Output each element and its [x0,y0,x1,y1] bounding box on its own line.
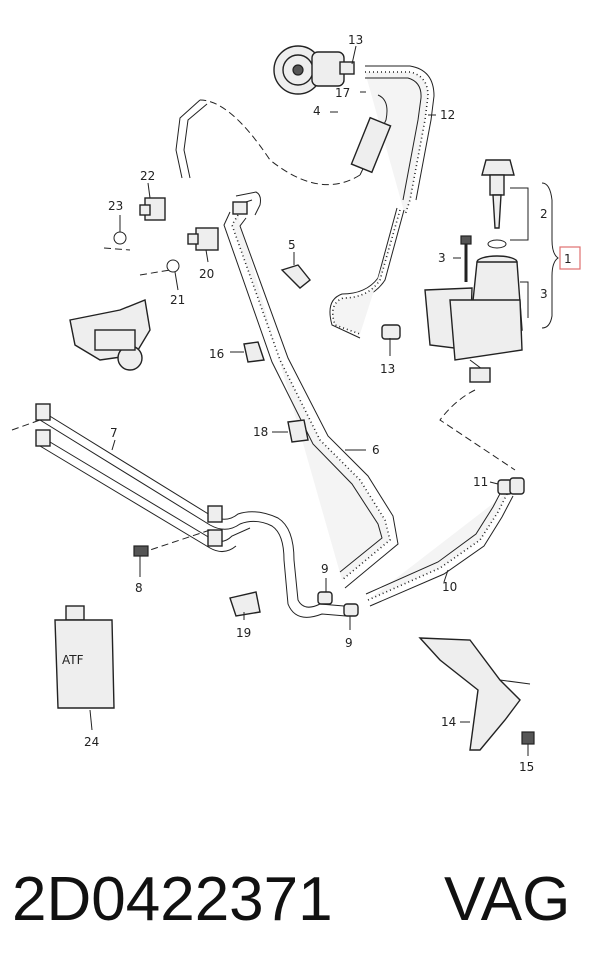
callout-12: 12 [440,108,455,122]
callout-21: 21 [170,293,185,307]
callout-5: 5 [288,238,296,252]
bracket-14 [418,637,535,751]
callout-13: 13 [348,33,363,47]
callout-3-bolt: 3 [438,251,446,265]
callout-23: 23 [108,199,123,213]
callout-24: 24 [84,735,99,749]
hose-12 [365,71,429,216]
power-steering-exploded-diagram: ATF 13 17 4 12 22 23 20 21 5 3 2 1 3 [11,33,581,774]
callout-17: 17 [335,86,350,100]
part-number: 2D0422371 [12,865,333,934]
callout-14: 14 [441,715,456,729]
callout-20: 20 [199,267,214,281]
callout-15: 15 [519,760,534,774]
callout-2: 2 [540,207,548,221]
callout-16: 16 [209,347,224,361]
atf-bottle-label: ATF [62,653,84,667]
steering-pump [273,45,355,95]
callout-7: 7 [110,426,118,440]
callout-18: 18 [253,425,268,439]
callout-9-lower: 9 [345,636,353,650]
steering-gear [69,299,151,371]
callout-6: 6 [372,443,380,457]
cooler-pipe-7 [11,403,347,618]
fluid-reservoir [424,159,523,383]
atf-bottle: ATF [54,605,115,709]
callout-8: 8 [135,581,143,595]
union-fittings [113,197,219,273]
callout-22: 22 [140,169,155,183]
bolt-3 [460,235,472,282]
callout-1: 1 [564,252,572,266]
callout-3-reservoir: 3 [540,287,548,301]
callout-19: 19 [236,626,251,640]
callout-9-upper: 9 [321,562,329,576]
brand-name: VAG [444,865,571,934]
callout-11: 11 [473,475,488,489]
callout-13-lower: 13 [380,362,395,376]
callout-10: 10 [442,580,457,594]
callout-4: 4 [313,104,321,118]
